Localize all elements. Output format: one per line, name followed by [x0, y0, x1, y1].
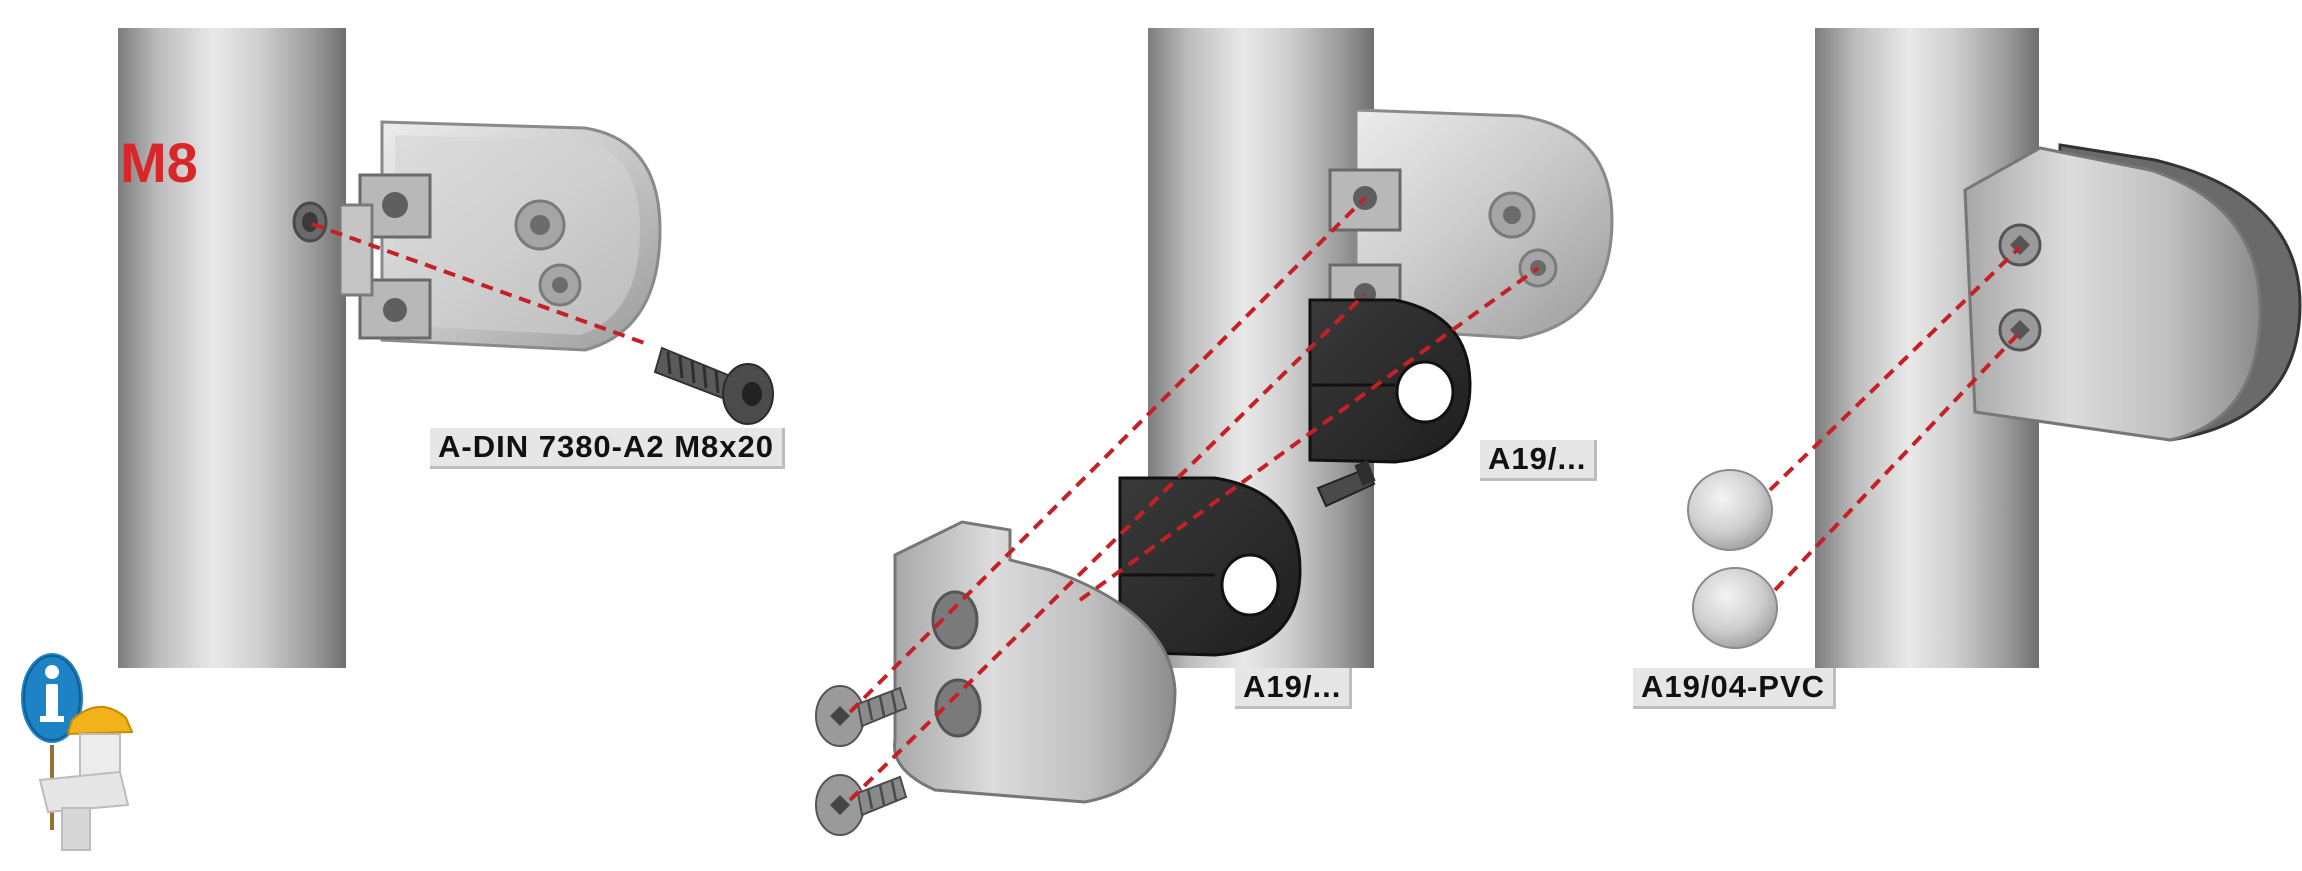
- countersunk-screw-top: [815, 685, 908, 747]
- assembly-line-2c: [1078, 266, 1540, 602]
- assembly-line-2b: [848, 292, 1367, 802]
- assembly-line-2a: [848, 196, 1367, 714]
- post-1: [118, 28, 346, 668]
- button-head-screw: [653, 346, 774, 425]
- thread-size-label: M8: [120, 131, 198, 194]
- assembly-line-3a: [1768, 245, 2022, 492]
- panel-1-mount-plate: [118, 28, 774, 668]
- cover-cap-label: A19/04-PVC: [1633, 668, 1837, 709]
- screw-spec-label: A-DIN 7380-A2 M8x20: [430, 428, 786, 469]
- clamp-assembled: [1963, 146, 2262, 442]
- countersunk-screw-bottom: [815, 774, 908, 836]
- cover-cap-bottom: [1692, 567, 1778, 649]
- rubber-insert-back-label: A19/...: [1480, 440, 1598, 481]
- cover-cap-top: [1687, 469, 1773, 551]
- rubber-insert-front-label: A19/...: [1235, 668, 1353, 709]
- panel-3-assembled-clamp: [1687, 28, 2302, 668]
- panel-2-exploded-clamp: [815, 28, 1614, 836]
- hardhat-worker-icon: [38, 706, 134, 851]
